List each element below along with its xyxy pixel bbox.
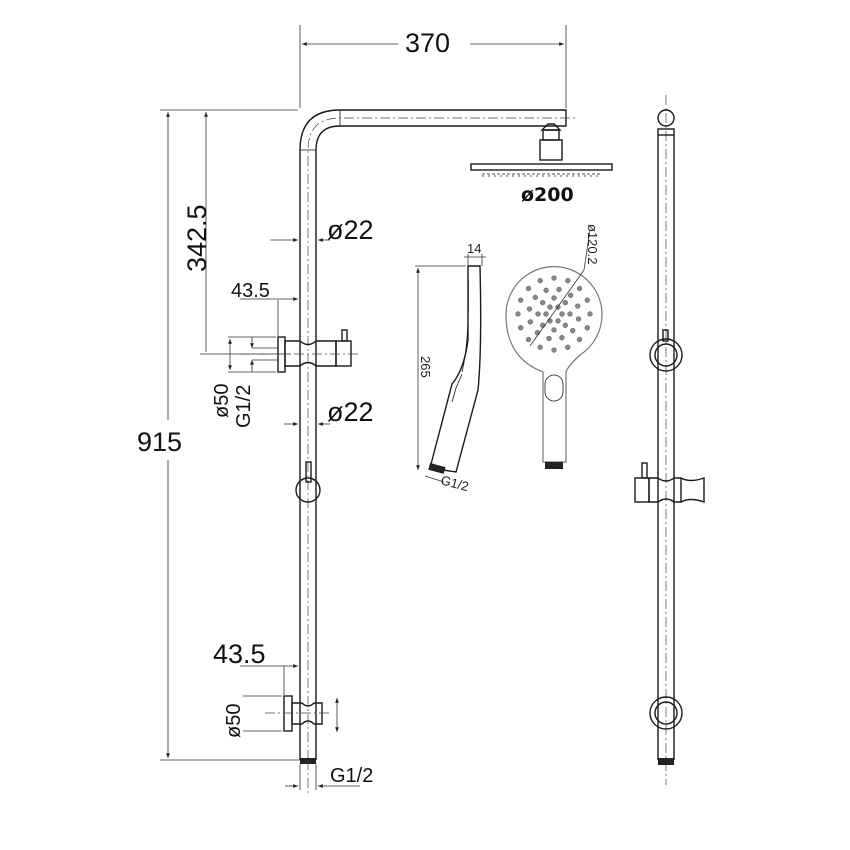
nozzle-dot	[551, 327, 557, 333]
overhead-diameter-label: ø200	[521, 184, 574, 206]
nozzle-pattern	[515, 275, 593, 353]
nozzle-dot	[515, 311, 521, 317]
handshower-face-diameter-label: ø120.2	[585, 224, 600, 264]
wall-bracket	[265, 695, 332, 732]
pipe-diameter-upper-label: ø22	[327, 215, 374, 245]
nozzle-dot	[551, 295, 557, 301]
nozzle-dot	[537, 278, 543, 284]
nozzle-dot	[525, 336, 532, 343]
nozzle-dot	[546, 335, 552, 342]
inlet-thread-label: G1/2	[330, 765, 373, 787]
diverter-offset-label: 43.5	[231, 280, 270, 302]
nozzle-dot	[565, 278, 571, 284]
bracket-offset-label: 43.5	[213, 639, 266, 669]
handshower-length-label: 265	[418, 356, 433, 378]
nozzle-dot	[535, 311, 541, 317]
nozzle-dot	[543, 311, 549, 317]
nozzle-dot	[537, 344, 543, 350]
nozzle-dot	[584, 325, 590, 331]
nozzle-dot	[587, 311, 593, 317]
nozzle-dot	[532, 294, 538, 301]
nozzle-dot	[576, 285, 583, 292]
handshower-thickness-label: 14	[467, 241, 481, 256]
nozzle-dot	[543, 287, 549, 293]
front-elevation: ø200 370 915 342.5 ø22 4	[137, 25, 613, 796]
nozzle-dot	[527, 319, 533, 325]
nozzle-dot	[547, 304, 553, 310]
nozzle-dot	[570, 327, 576, 334]
side-slider	[634, 462, 705, 503]
nozzle-dot	[575, 316, 582, 322]
nozzle-dot	[551, 275, 557, 281]
nozzle-dot	[518, 297, 524, 303]
handshower-thread-label: G1/2	[439, 472, 470, 494]
arm-length-label: 370	[405, 28, 450, 58]
overhead-shower-head	[470, 163, 613, 177]
overhead-connector	[539, 123, 563, 161]
nozzle-dot	[567, 311, 573, 317]
nozzle-dot	[555, 318, 561, 324]
nozzle-dot	[559, 335, 565, 341]
nozzle-dot	[551, 347, 557, 353]
side-elevation	[634, 95, 705, 785]
nozzle-dot	[575, 303, 581, 309]
nozzle-dot	[562, 322, 568, 328]
handshower-side-view: 14 265 G1/2	[415, 241, 486, 494]
nozzle-dot	[567, 292, 574, 298]
handshower-front-view: ø120.2	[505, 224, 603, 469]
diverter-assembly	[240, 329, 360, 373]
nozzle-dot	[540, 300, 546, 306]
nozzle-dot	[576, 336, 583, 343]
nozzle-dot	[562, 300, 568, 306]
nozzle-dot	[559, 311, 565, 317]
nozzle-dot	[565, 344, 571, 350]
nozzle-dot	[518, 325, 524, 331]
bracket-flange-label: ø50	[223, 704, 245, 738]
total-height-label: 915	[137, 427, 182, 457]
slider-knob	[295, 461, 321, 503]
pipe-diameter-lower-label: ø22	[327, 397, 374, 427]
nozzle-dot	[556, 286, 562, 293]
nozzle-dot	[525, 285, 532, 292]
diverter-flange-label: ø50	[211, 384, 233, 418]
upper-height-label: 342.5	[182, 204, 212, 272]
diverter-thread-label: G1/2	[233, 385, 255, 428]
nozzle-dot	[584, 297, 590, 303]
nozzle-dot	[526, 306, 533, 312]
